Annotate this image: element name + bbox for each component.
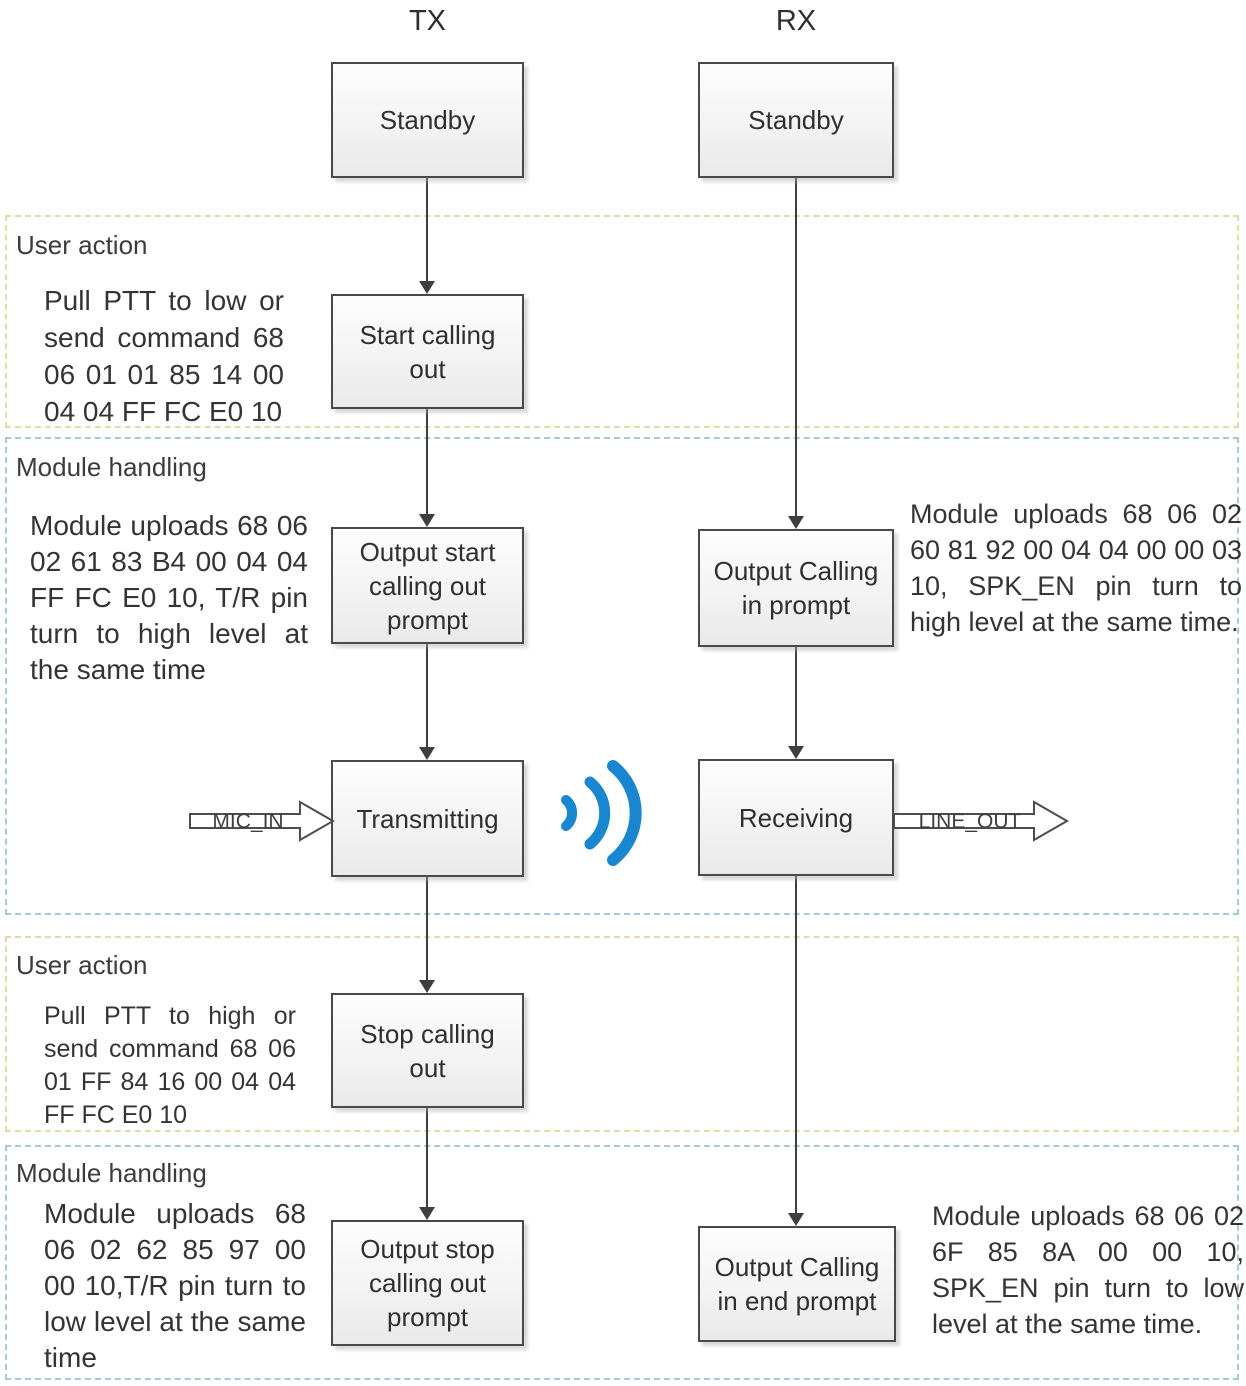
flow-box-transmitting: Transmitting xyxy=(331,760,524,877)
flow-arrowhead xyxy=(788,746,804,759)
flow-box-start-calling-out: Start calling out xyxy=(331,294,524,409)
signal-waves-icon xyxy=(561,760,642,866)
module-handling-band-2 xyxy=(5,1145,1239,1380)
user-action-band-2 xyxy=(5,936,1239,1132)
line-out-label: LINE_OUT xyxy=(919,810,1022,833)
flow-box-rx-standby: Standby xyxy=(698,62,894,178)
flow-arrow-line xyxy=(795,178,797,516)
flow-box-tx-standby: Standby xyxy=(331,62,524,178)
rx-column-header: RX xyxy=(775,5,817,37)
tx-column-header: TX xyxy=(408,5,447,37)
flow-arrow-line xyxy=(795,647,797,746)
flow-arrowhead xyxy=(419,747,435,760)
flow-arrowhead xyxy=(419,980,435,993)
module-handling-2-right-text: Module uploads 68 06 02 6F 85 8A 00 00 1… xyxy=(932,1201,1244,1339)
flow-arrow-line xyxy=(426,877,428,980)
flow-box-output-start-calling-out-prompt: Output start calling out prompt xyxy=(331,527,524,644)
line-out-arrow-icon: LINE_OUT xyxy=(893,800,1070,842)
module-handling-label-1: Module handling xyxy=(16,452,207,482)
flow-box-output-stop-calling-out-prompt: Output stop calling out prompt xyxy=(331,1220,524,1346)
flow-arrow-line xyxy=(426,409,428,514)
flow-arrow-line xyxy=(426,1108,428,1207)
flow-arrowhead xyxy=(419,514,435,527)
flow-arrow-line xyxy=(426,178,428,281)
flow-arrow-line xyxy=(795,876,797,1213)
user-action-label-2: User action xyxy=(16,950,148,980)
flow-box-stop-calling-out: Stop calling out xyxy=(331,993,524,1108)
module-handling-1-right-text: Module uploads 68 06 02 60 81 92 00 04 0… xyxy=(910,499,1242,637)
flow-arrowhead xyxy=(788,1213,804,1226)
flow-arrowhead xyxy=(419,1207,435,1220)
flow-arrowhead xyxy=(788,516,804,529)
module-handling-band-1 xyxy=(5,437,1239,915)
flow-box-receiving: Receiving xyxy=(698,759,894,876)
user-action-label-1: User action xyxy=(16,230,148,260)
flow-arrowhead xyxy=(419,281,435,294)
user-action-band-1 xyxy=(5,215,1239,428)
flow-arrow-line xyxy=(426,644,428,747)
module-handling-2-left-text: Module uploads 68 06 02 62 85 97 00 00 1… xyxy=(44,1198,306,1373)
module-handling-1-left-text: Module uploads 68 06 02 61 83 B4 00 04 0… xyxy=(30,510,308,685)
mic-in-label: MIC_IN xyxy=(212,810,283,833)
user-action-1-text: Pull PTT to low or send command 68 06 01… xyxy=(44,285,284,427)
flow-box-output-calling-in-end-prompt: Output Calling in end prompt xyxy=(698,1226,896,1342)
flow-box-output-calling-in-prompt: Output Calling in prompt xyxy=(698,529,894,647)
module-handling-label-2: Module handling xyxy=(16,1158,207,1188)
mic-in-arrow-icon: MIC_IN xyxy=(189,800,336,842)
user-action-2-text: Pull PTT to high or send command 68 06 0… xyxy=(44,1002,296,1129)
